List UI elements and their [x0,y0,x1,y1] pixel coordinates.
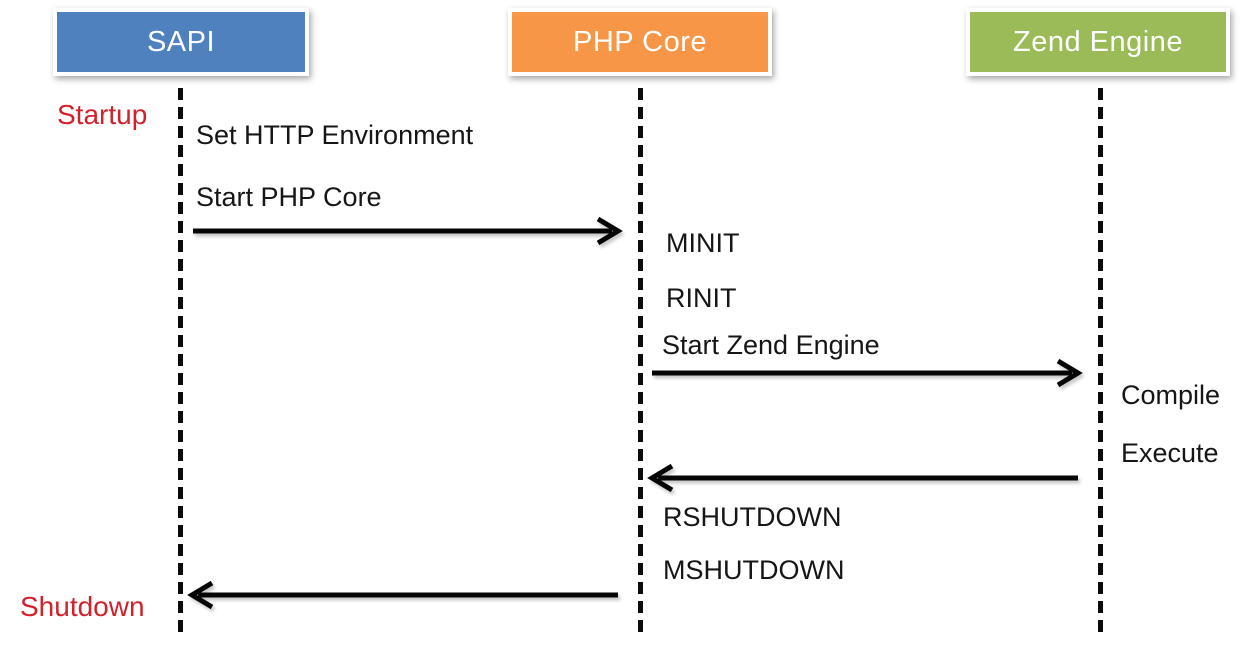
lane-header-zend-engine: Zend Engine [966,8,1230,76]
message-set-http-environment: Set HTTP Environment [196,120,474,150]
phase-label-shutdown: Shutdown [20,591,145,622]
message-execute: Execute [1121,438,1219,468]
arrow-php-core-to-zend-engine-icon [652,358,1083,388]
lane-header-zend-engine-label: Zend Engine [1013,25,1183,58]
lane-header-sapi: SAPI [53,8,309,76]
message-compile: Compile [1121,380,1221,410]
lane-header-sapi-label: SAPI [146,25,216,58]
message-rinit: RINIT [666,283,737,313]
message-minit: MINIT [666,228,740,258]
lifeline-zend-engine [1098,88,1103,633]
phase-label-startup: Startup [57,99,148,130]
message-mshutdown: MSHUTDOWN [663,555,845,585]
lifeline-php-core [638,88,643,633]
arrow-sapi-to-php-core-icon [193,216,623,246]
arrow-zend-engine-to-php-core-icon [647,463,1078,493]
lane-header-php-core: PHP Core [508,8,772,76]
message-start-zend-engine: Start Zend Engine [662,330,880,360]
message-rshutdown: RSHUTDOWN [663,502,842,532]
message-start-php-core: Start PHP Core [196,182,382,212]
lane-header-php-core-label: PHP Core [572,25,708,58]
lifeline-sapi [178,88,183,633]
arrow-php-core-to-sapi-icon [187,580,618,610]
